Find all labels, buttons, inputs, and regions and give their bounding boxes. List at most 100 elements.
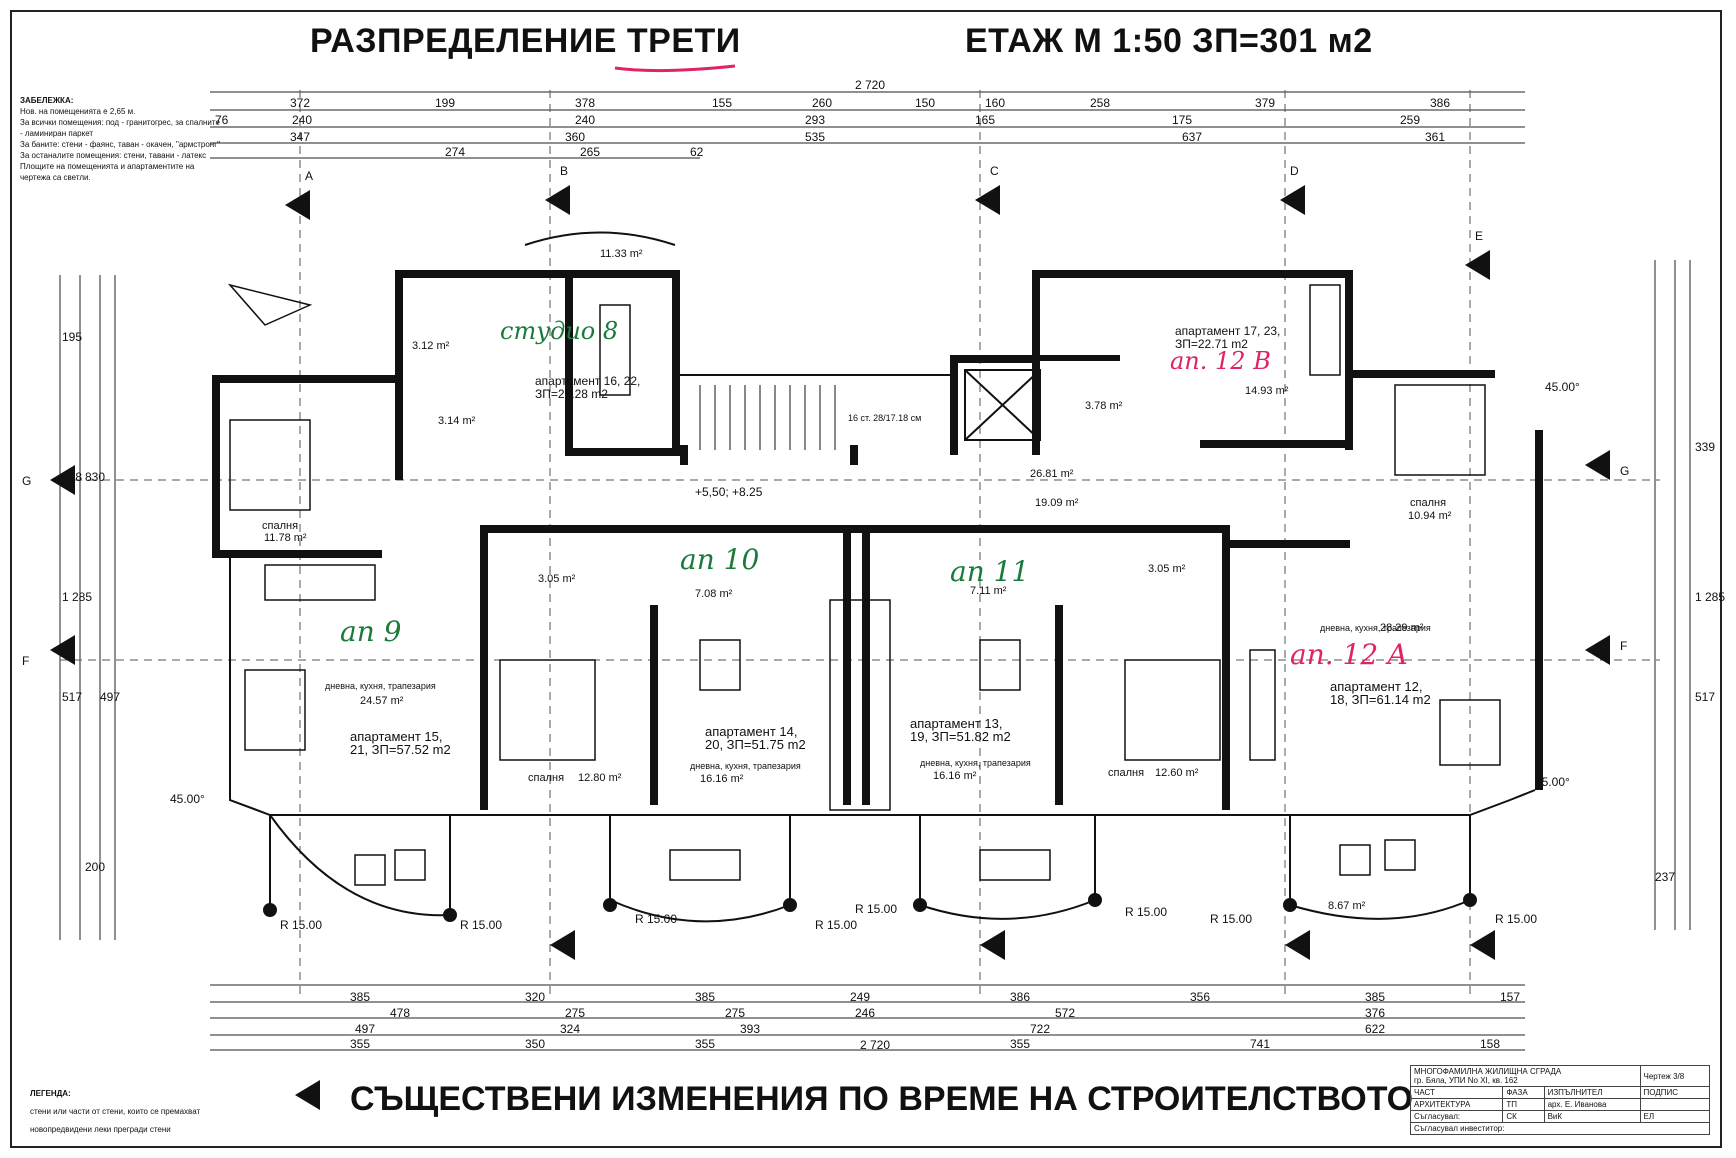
living-label: дневна, кухня, трапезария xyxy=(1320,623,1431,633)
apartment-15-label: апартамент 15, 21, ЗП=57.52 m2 xyxy=(350,729,451,757)
area-label: 3.05 m² xyxy=(538,573,576,585)
top-dim: 240 xyxy=(292,113,313,127)
angle-label: 45.00° xyxy=(170,792,205,806)
radius-label: R 15.00 xyxy=(1125,905,1168,919)
bottom-dim: 385 xyxy=(1365,990,1386,1004)
area-label: 16.16 m² xyxy=(700,773,744,785)
area-label: 7.11 m² xyxy=(970,585,1007,597)
bottom-dim: 320 xyxy=(525,990,546,1004)
tb-cell: арх. Е. Иванова xyxy=(1543,1098,1641,1111)
bottom-dim: 622 xyxy=(1365,1022,1386,1036)
living-label: дневна, кухня, трапезария xyxy=(325,681,436,691)
left-dim: 830 xyxy=(85,470,106,484)
top-dim: 260 xyxy=(812,96,833,110)
right-dim: 517 xyxy=(1695,690,1716,704)
note-line: Нов. на помещенията е 2,65 м. xyxy=(20,107,136,116)
tb-cell: Съгласувал: xyxy=(1409,1110,1504,1123)
top-dim: 347 xyxy=(290,130,311,144)
radius-label: R 15.00 xyxy=(815,918,858,932)
right-dim: 1 285 xyxy=(1695,590,1726,604)
bottom-dim: 385 xyxy=(350,990,371,1004)
area-label: 3.05 m² xyxy=(1148,563,1186,575)
handwritten-apartment-9: ап 9 xyxy=(340,615,402,648)
bottom-dim: 376 xyxy=(1365,1006,1386,1020)
tb-cell: ИЗПЪЛНИТЕЛ xyxy=(1543,1086,1641,1099)
bottom-dim: 355 xyxy=(1010,1037,1031,1051)
area-label: 3.78 m² xyxy=(1085,400,1123,412)
bottom-dim: 722 xyxy=(1030,1022,1051,1036)
bottom-dim: 497 xyxy=(355,1022,376,1036)
area-label: 3.12 m² xyxy=(412,340,450,352)
top-dim: 372 xyxy=(290,96,311,110)
bottom-dim: 246 xyxy=(855,1006,876,1020)
living-label: дневна, кухня, трапезария xyxy=(920,758,1031,768)
bottom-total-dim: 2 720 xyxy=(860,1038,891,1052)
radius-label: R 15.00 xyxy=(280,918,323,932)
area-label: 12.60 m² xyxy=(1155,767,1199,779)
bottom-dim: 741 xyxy=(1250,1037,1271,1051)
axis-label-b: B xyxy=(560,164,568,178)
handwritten-apartment-12a: ап. 12 А xyxy=(1290,638,1409,671)
bottom-dim: 355 xyxy=(695,1037,716,1051)
apartment-12-label: апартамент 12, 18, ЗП=61.14 m2 xyxy=(1330,679,1431,707)
top-dim: 62 xyxy=(690,145,704,159)
tb-cell: ЕЛ xyxy=(1639,1110,1711,1123)
sheet-number: Чертеж 3/8 xyxy=(1639,1065,1711,1087)
handwritten-apartment-10: ап 10 xyxy=(680,543,760,576)
note-line: Площите на помещенията и апартаментите н… xyxy=(20,162,195,182)
area-label: 11.33 m² xyxy=(600,248,643,260)
left-dim: 348 xyxy=(62,470,83,484)
bottom-dim: 158 xyxy=(1480,1037,1501,1051)
bottom-dim: 355 xyxy=(350,1037,371,1051)
area-label: 12.80 m² xyxy=(578,772,622,784)
angle-label: 45.00° xyxy=(1535,775,1570,789)
top-dim: 175 xyxy=(1172,113,1193,127)
bedroom-label: спалня xyxy=(262,520,299,532)
axis-label-c: C xyxy=(990,164,999,178)
top-dim: 199 xyxy=(435,96,456,110)
apartment-17-label: апартамент 17, 23, ЗП=22.71 m2 xyxy=(1175,324,1281,351)
bottom-dim: 275 xyxy=(725,1006,746,1020)
note-line: За баните: стени - фаянс, таван - окачен… xyxy=(20,140,220,149)
radius-label: R 15.00 xyxy=(855,902,898,916)
axis-label-g-right: G xyxy=(1620,464,1629,478)
axis-label-g: G xyxy=(22,474,31,488)
tb-cell: ПОДПИС xyxy=(1639,1086,1711,1099)
note-line: За останалите помещения: стени, тавани -… xyxy=(20,151,207,160)
bottom-dim: 324 xyxy=(560,1022,581,1036)
tb-cell: ЧАСТ xyxy=(1409,1086,1504,1099)
top-total-dim: 2 720 xyxy=(855,78,886,92)
note-line: За всички помещения: под - гранитогрес, … xyxy=(20,118,220,138)
top-dim: 258 xyxy=(1090,96,1111,110)
handwritten-apartment-12b: ап. 12 В xyxy=(1170,347,1271,375)
top-dim: 293 xyxy=(805,113,826,127)
legend-item: новопредвидени леки прегради стени xyxy=(30,1125,171,1134)
stair-label: 16 ст. 28/17.18 см xyxy=(848,413,922,423)
changes-title: СЪЩЕСТВЕНИ ИЗМЕНЕНИЯ ПО ВРЕМЕ НА СТРОИТЕ… xyxy=(350,1080,1414,1118)
tb-cell xyxy=(1639,1098,1711,1111)
axis-label-a: A xyxy=(305,169,313,183)
axis-label-f: F xyxy=(22,654,29,668)
handwritten-studio-8: студио 8 xyxy=(500,317,619,345)
top-dim: 76 xyxy=(215,113,229,127)
area-label: 28.29 m² xyxy=(1380,622,1424,634)
top-dim: 160 xyxy=(985,96,1006,110)
notes-heading: ЗАБЕЛЕЖКА: xyxy=(20,96,74,105)
bottom-dim: 275 xyxy=(565,1006,586,1020)
top-dim: 361 xyxy=(1425,130,1446,144)
axis-label-f-right: F xyxy=(1620,639,1627,653)
top-dim: 274 xyxy=(445,145,466,159)
top-dim: 155 xyxy=(712,96,733,110)
bedroom-label: спалня xyxy=(528,772,565,784)
legend: ЛЕГЕНДА: стени или части от стени, които… xyxy=(30,1085,200,1139)
notes-block: ЗАБЕЛЕЖКА: Нов. на помещенията е 2,65 м.… xyxy=(20,95,220,183)
right-dim: 339 xyxy=(1695,440,1716,454)
bottom-dim: 350 xyxy=(525,1037,546,1051)
left-dim: 497 xyxy=(100,690,121,704)
left-dim: 200 xyxy=(85,860,106,874)
radius-label: R 15.00 xyxy=(460,918,503,932)
